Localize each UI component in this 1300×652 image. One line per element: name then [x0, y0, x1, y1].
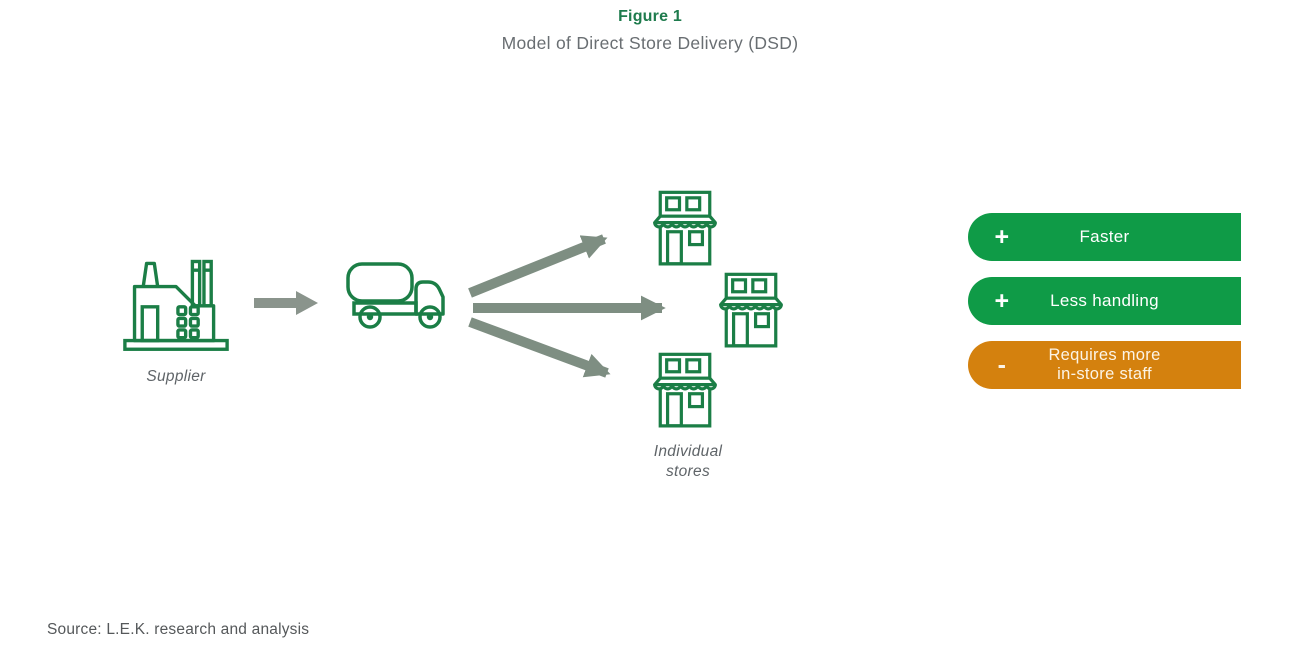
badge-requires-staff: - Requires more in-store staff: [968, 341, 1241, 389]
stores-label: Individual stores: [628, 442, 748, 482]
figure-label: Figure 1: [618, 8, 682, 25]
arrow-to-store-bottom: [468, 317, 611, 378]
stores-label-line1: Individual: [653, 443, 723, 460]
arrows-truck-to-stores: [468, 234, 666, 378]
store-icon-middle: [719, 272, 783, 348]
store-icon-top: [653, 190, 717, 266]
plus-icon: +: [994, 286, 1010, 315]
badge-faster: + Faster: [968, 213, 1241, 261]
minus-icon: -: [997, 350, 1007, 379]
supplier-label: Supplier: [146, 368, 206, 385]
badge-less-handling: + Less handling: [968, 277, 1241, 325]
plus-icon: +: [994, 222, 1010, 251]
arrow-supplier-to-truck: [254, 291, 318, 315]
source-note: Source: L.E.K. research and analysis: [47, 621, 310, 638]
factory-icon: [123, 259, 229, 351]
figure-header: Figure 1 Model of Direct Store Delivery …: [0, 8, 1300, 54]
badge-label: Requires more in-store staff: [1048, 345, 1161, 384]
badge-label: Less handling: [1050, 291, 1159, 310]
stores-label-line2: stores: [665, 463, 710, 480]
badge-label: Faster: [1079, 227, 1130, 246]
arrow-to-store-top: [468, 234, 608, 298]
store-icon-bottom: [653, 352, 717, 428]
truck-icon: [346, 262, 445, 329]
figure-title: Model of Direct Store Delivery (DSD): [501, 33, 799, 53]
